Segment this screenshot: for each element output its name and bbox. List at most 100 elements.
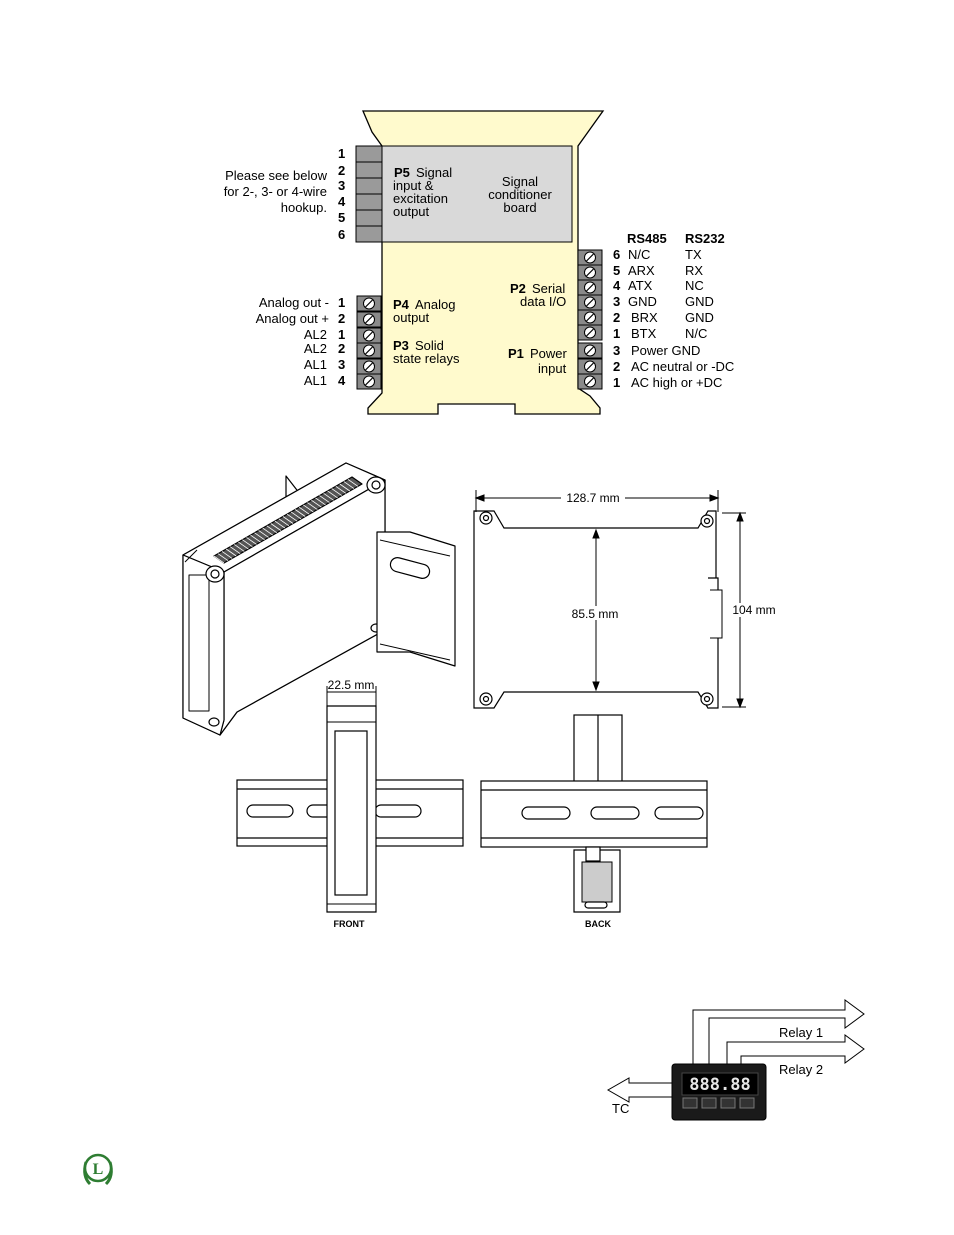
serial-rs232-3: GND <box>685 294 714 309</box>
left-row-label-3: AL2 <box>304 327 327 342</box>
screw-slot <box>365 362 373 371</box>
screw-slot <box>586 362 594 371</box>
isometric-view <box>182 462 456 736</box>
serial-pin-2: 2 <box>613 310 620 325</box>
dim-height-label: 104 mm <box>732 603 775 617</box>
serial-rs485-2: BRX <box>631 310 658 325</box>
left-row-pin-4: 2 <box>338 341 345 356</box>
back-label: BACK <box>585 919 611 929</box>
p5-text-1: Signal <box>416 165 452 180</box>
left-row-label-5: AL1 <box>304 357 327 372</box>
screw-slot <box>365 377 373 386</box>
serial-rs485-6: N/C <box>628 247 650 262</box>
board-text-2: conditioner <box>488 187 552 202</box>
serial-pin-6: 6 <box>613 247 620 262</box>
serial-pin-5: 5 <box>613 263 620 278</box>
serial-rs232-5: RX <box>685 263 703 278</box>
serial-rs485-3: GND <box>628 294 657 309</box>
p3-text-2: state relays <box>393 351 460 366</box>
p5-note-line1: Please see below <box>225 168 328 183</box>
screw-slot <box>586 283 594 292</box>
p5-pin-2: 2 <box>338 163 345 178</box>
relay2-label: Relay 2 <box>779 1062 823 1077</box>
serial-pin-3: 3 <box>613 294 620 309</box>
p1-text-1: Power <box>530 346 568 361</box>
p2-code: P2 <box>510 281 526 296</box>
left-row-pin-5: 3 <box>338 357 345 372</box>
relay1-label: Relay 1 <box>779 1025 823 1040</box>
dim-inner-height-label: 85.5 mm <box>572 607 619 621</box>
left-row-pin-3: 1 <box>338 327 345 342</box>
p4-p3-terminal <box>356 295 382 390</box>
company-logo: L <box>83 1153 113 1186</box>
p1-code: P1 <box>508 346 524 361</box>
p1-text-2: input <box>538 361 567 376</box>
front-view <box>236 705 464 913</box>
screw-slot <box>365 299 373 308</box>
serial-rs232-6: TX <box>685 247 702 262</box>
p4-code: P4 <box>393 297 410 312</box>
p2-text-2: data I/O <box>520 294 566 309</box>
screw-slot <box>586 328 594 337</box>
p4-text-1: Analog <box>415 297 455 312</box>
left-row-label-1: Analog out - <box>259 295 329 310</box>
p5-text-2: input & <box>393 178 434 193</box>
p3-code: P3 <box>393 338 409 353</box>
serial-rs232-2: GND <box>685 310 714 325</box>
p5-pin-3: 3 <box>338 178 345 193</box>
height-label-bg <box>734 603 774 617</box>
left-row-pin-1: 1 <box>338 295 345 310</box>
p5-pin-5: 5 <box>338 210 345 225</box>
serial-rs485-1: BTX <box>631 326 657 341</box>
signal-conditioner-board <box>355 145 573 243</box>
relay1-arrow <box>692 999 865 1066</box>
p2-text-1: Serial <box>532 281 565 296</box>
power-label-1: AC high or +DC <box>631 375 722 390</box>
left-row-pin-2: 2 <box>338 311 345 326</box>
left-row-label-4: AL2 <box>304 341 327 356</box>
signal-flow <box>606 999 865 1121</box>
power-pin-3: 3 <box>613 343 620 358</box>
p5-note-line3: hookup. <box>281 200 327 215</box>
screw-slot <box>586 313 594 322</box>
power-label-3: Power GND <box>631 343 700 358</box>
front-label: FRONT <box>334 919 365 929</box>
board-text-1: Signal <box>502 174 538 189</box>
left-row-pin-6: 4 <box>338 373 346 388</box>
screw-slot <box>586 268 594 277</box>
dim-depth-label: 22.5 mm <box>328 678 375 692</box>
p5-pin-4: 4 <box>338 194 346 209</box>
rs232-header: RS232 <box>685 231 725 246</box>
p4-text-2: output <box>393 310 430 325</box>
relay2-arrow <box>726 1034 865 1066</box>
serial-rs232-1: N/C <box>685 326 707 341</box>
p5-pin-1: 1 <box>338 146 345 161</box>
wiring-diagram: 1 2 3 4 5 6 Please see below for 2-, 3- … <box>224 110 734 415</box>
serial-pin-4: 4 <box>613 278 621 293</box>
tc-arrow <box>606 1077 677 1103</box>
serial-rs485-5: ARX <box>628 263 655 278</box>
serial-rs232-4: NC <box>685 278 704 293</box>
power-pin-1: 1 <box>613 375 620 390</box>
screw-slot <box>365 331 373 340</box>
screw-slot <box>586 377 594 386</box>
p3-text-1: Solid <box>415 338 444 353</box>
logo-letter: L <box>93 1161 104 1178</box>
screw-slot <box>365 346 373 355</box>
power-pin-2: 2 <box>613 359 620 374</box>
p5-text-4: output <box>393 204 430 219</box>
p2-p1-terminal <box>577 249 603 390</box>
p5-terminal <box>355 145 383 243</box>
back-view <box>480 714 708 913</box>
p5-text-3: excitation <box>393 191 448 206</box>
p5-pin-6: 6 <box>338 227 345 242</box>
inner-height-label-bg <box>565 606 625 620</box>
serial-rs485-4: ATX <box>628 278 653 293</box>
power-label-2: AC neutral or -DC <box>631 359 734 374</box>
tc-label: TC <box>612 1101 629 1116</box>
screw-slot <box>586 346 594 355</box>
screw-slot <box>365 315 373 324</box>
board-text-3: board <box>503 200 536 215</box>
isometric-vent-grille <box>213 476 363 564</box>
